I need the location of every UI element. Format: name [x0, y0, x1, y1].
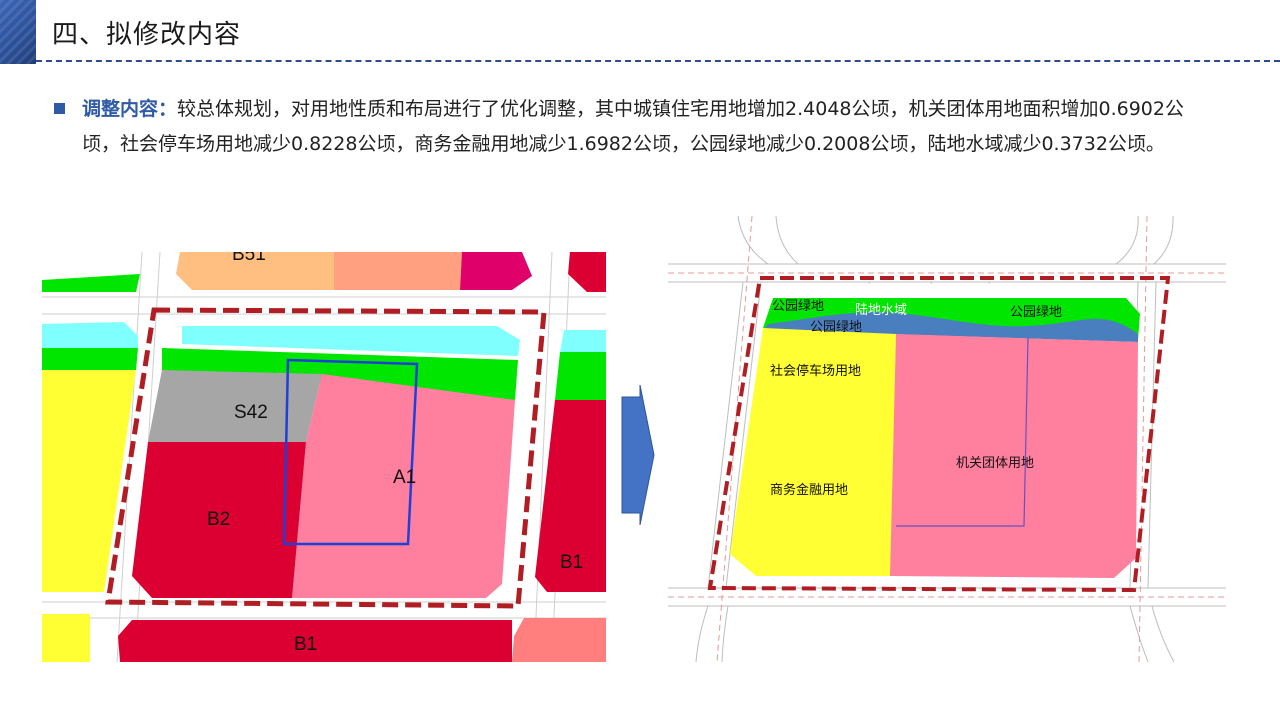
label-b51: B51 [232, 252, 266, 265]
header-divider [36, 60, 1280, 62]
left-map-canvas: B51 S42 A1 B2 B1 B1 [42, 252, 606, 662]
label-park-3: 公园绿地 [810, 320, 862, 335]
page-title: 四、拟修改内容 [52, 20, 242, 50]
right-map-canvas: ··· ··· 公园绿地 陆地水域 公园绿地 公园绿地 社会停车场用地 商务金融… [668, 216, 1226, 662]
header-accent-bar [0, 0, 36, 64]
right-arrow-icon [621, 385, 655, 525]
label-s42: S42 [234, 402, 268, 423]
label-parking: 社会停车场用地 [770, 363, 861, 379]
label-b1-right: B1 [560, 552, 583, 573]
label-commercial: 商务金融用地 [770, 482, 848, 498]
label-a1: A1 [393, 467, 416, 488]
label-b2: B2 [207, 509, 230, 530]
label-b1-bottom: B1 [294, 634, 317, 655]
svg-text:·: · [988, 279, 991, 288]
label-park-2: 公园绿地 [1010, 305, 1062, 320]
svg-text:·: · [930, 279, 933, 288]
svg-text:·: · [868, 279, 871, 288]
square-bullet-icon [54, 103, 65, 114]
adjustment-paragraph: 调整内容：较总体规划，对用地性质和布局进行了优化调整，其中城镇住宅用地增加2.4… [82, 92, 1212, 162]
label-park-1: 公园绿地 [772, 299, 824, 314]
paragraph-lead: 调整内容： [82, 98, 178, 120]
left-planning-map: B51 S42 A1 B2 B1 B1 [42, 252, 606, 662]
label-water: 陆地水域 [855, 302, 907, 318]
paragraph-content: 较总体规划，对用地性质和布局进行了优化调整，其中城镇住宅用地增加2.4048公顷… [82, 98, 1184, 155]
label-institutional: 机关团体用地 [956, 456, 1034, 471]
right-planning-map: ··· ··· 公园绿地 陆地水域 公园绿地 公园绿地 社会停车场用地 商务金融… [668, 216, 1226, 662]
